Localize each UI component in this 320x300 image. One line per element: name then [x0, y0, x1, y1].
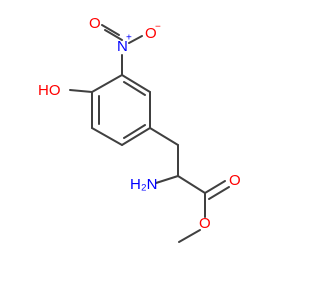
molecule-canvas: HO N + O O − H₂N O O [38, 14, 241, 243]
carbonyl-oxygen-bond [204, 180, 226, 194]
ring-double-bond-2 [123, 124, 146, 139]
nitro-oxygen-bond-top-double [101, 24, 120, 36]
hydroxyl-label: HO [38, 82, 61, 99]
amine-bond [155, 175, 179, 184]
nitro-oxygen-bond-side [128, 35, 143, 44]
nitro-oxygen-top-label: O [89, 15, 101, 32]
nitro-oxygen-bond-top [104, 29, 123, 41]
ester-oxygen-label: O [199, 215, 211, 232]
ring-bond-4 [91, 127, 123, 146]
ring-bond-3 [121, 127, 151, 146]
ring-bond-6 [91, 74, 123, 93]
molecule-structure: HO N + O O − H₂N O O [38, 15, 241, 243]
ring-double-bond-1 [123, 81, 146, 96]
bond-lines [69, 24, 230, 243]
nitro-oxygen-side-charge: − [155, 22, 161, 33]
nitro-oxygen-side-label: O [145, 25, 157, 42]
methyl-bond [178, 229, 201, 243]
amine-label: H₂N [130, 176, 158, 193]
benzylic-bond [149, 127, 179, 146]
nitro-nitrogen-label: N [117, 38, 128, 55]
carbonyl-bond [177, 175, 206, 194]
carbonyl-oxygen-double-bond [208, 186, 230, 200]
carbonyl-oxygen-label: O [229, 172, 241, 189]
hydroxyl-bond [69, 89, 93, 93]
nitro-nitrogen-charge: + [126, 33, 132, 44]
ring-bond-1 [121, 74, 151, 93]
